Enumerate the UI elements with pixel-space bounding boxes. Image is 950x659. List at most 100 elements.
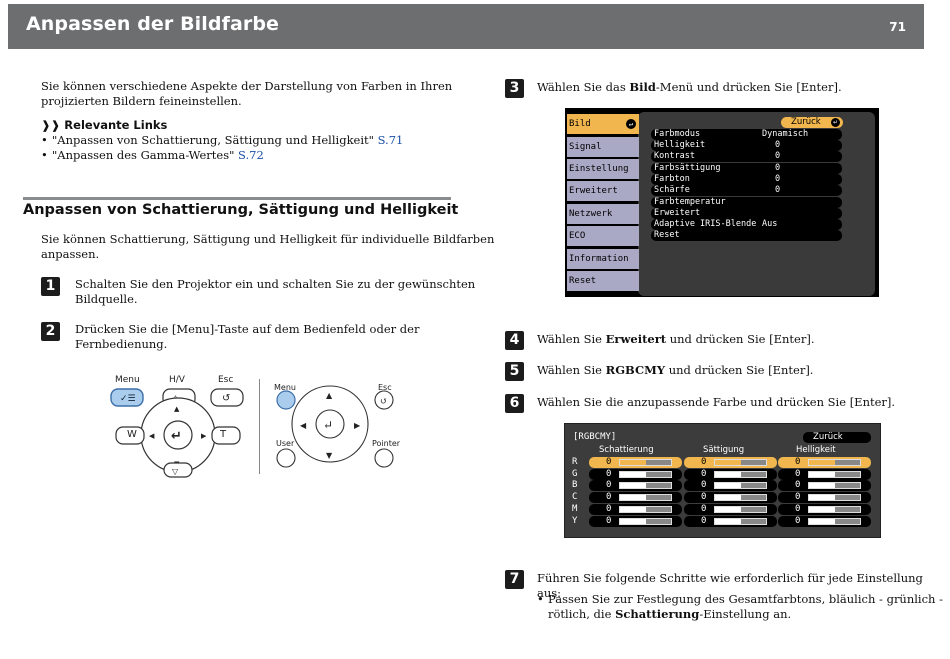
page-number: 71 xyxy=(889,20,906,34)
remote-user-button[interactable] xyxy=(276,448,296,468)
menu-tab-netzwerk[interactable]: Netzwerk xyxy=(567,204,639,224)
menu-tab-signal[interactable]: Signal xyxy=(567,137,639,157)
rgbcmy-slider-track xyxy=(619,471,672,478)
step-number-4: 4 xyxy=(505,331,524,350)
bullet-icon: • xyxy=(41,133,48,147)
panel-t-button[interactable] xyxy=(211,426,241,445)
rgbcmy-slider[interactable]: 0 xyxy=(684,480,777,491)
step-number-6: 6 xyxy=(505,394,524,413)
rgbcmy-slider[interactable]: 0 xyxy=(778,504,871,515)
rgbcmy-slider[interactable]: 0 xyxy=(589,469,682,480)
menu-row-erweitert[interactable]: Erweitert xyxy=(651,208,842,219)
rgbcmy-color-label: Y xyxy=(572,516,578,526)
rgbcmy-slider[interactable]: 0 xyxy=(589,457,682,468)
rgbcmy-slider-fill xyxy=(809,507,835,512)
rgbcmy-value: 0 xyxy=(606,516,612,526)
rgbcmy-slider[interactable]: 0 xyxy=(778,457,871,468)
intro-text: Sie können verschiedene Aspekte der Dars… xyxy=(41,79,453,108)
menu-back-button[interactable]: Zurück ↵ xyxy=(781,117,843,128)
rgbcmy-slider[interactable]: 0 xyxy=(589,516,682,527)
step-text-7: Führen Sie folgende Schritte wie erforde… xyxy=(537,571,923,600)
enter-icon: ↵ xyxy=(626,119,636,129)
rgbcmy-slider[interactable]: 0 xyxy=(589,504,682,515)
rgbcmy-value: 0 xyxy=(795,480,801,490)
menu-tab-eco[interactable]: ECO xyxy=(567,226,639,246)
rgbcmy-slider-track xyxy=(714,482,767,489)
rgbcmy-column-saettigung: Sättigung xyxy=(703,445,745,455)
rgbcmy-slider[interactable]: 0 xyxy=(778,492,871,503)
rgbcmy-value: 0 xyxy=(701,516,707,526)
panel-keystone-button[interactable] xyxy=(163,462,193,478)
rgbcmy-value: 0 xyxy=(701,469,707,479)
double-chevron-icon: ❱❱ xyxy=(41,118,61,132)
step-number-7: 7 xyxy=(505,570,524,589)
rgbcmy-column-schattierung: Schattierung xyxy=(599,445,654,455)
rgbcmy-slider-track xyxy=(808,518,861,525)
remote-menu-label: Menu xyxy=(274,383,296,392)
menu-tab-bild[interactable]: Bild ↵ xyxy=(567,114,639,134)
rgbcmy-slider[interactable]: 0 xyxy=(778,469,871,480)
rgbcmy-slider[interactable]: 0 xyxy=(684,504,777,515)
remote-pointer-button[interactable] xyxy=(374,448,394,468)
rgbcmy-back-button[interactable]: Zurück xyxy=(803,432,871,443)
menu-tab-reset[interactable]: Reset xyxy=(567,271,639,291)
rgbcmy-slider-fill xyxy=(715,460,741,465)
rgbcmy-slider[interactable]: 0 xyxy=(589,492,682,503)
section-divider xyxy=(23,197,451,200)
rgbcmy-value: 0 xyxy=(606,480,612,490)
rgbcmy-slider[interactable]: 0 xyxy=(778,480,871,491)
svg-text:↵: ↵ xyxy=(323,418,333,432)
rgbcmy-column-helligkeit: Helligkeit xyxy=(796,445,836,455)
rgbcmy-slider[interactable]: 0 xyxy=(684,469,777,480)
page-ref-link[interactable]: S.72 xyxy=(238,148,264,162)
rgbcmy-slider-fill xyxy=(620,483,646,488)
page-header: Anpassen der Bildfarbe 71 xyxy=(8,4,924,49)
rgbcmy-value: 0 xyxy=(795,516,801,526)
related-link-1[interactable]: •"Anpassen von Schattierung, Sättigung u… xyxy=(41,133,404,147)
rgbcmy-slider[interactable]: 0 xyxy=(684,492,777,503)
rgbcmy-slider[interactable]: 0 xyxy=(684,516,777,527)
rgbcmy-value: 0 xyxy=(701,480,707,490)
related-link-2[interactable]: •"Anpassen des Gamma-Wertes" S.72 xyxy=(41,148,264,162)
illustration-separator xyxy=(259,379,260,474)
rgbcmy-slider-track xyxy=(808,471,861,478)
rgbcmy-slider-track xyxy=(714,494,767,501)
menu-row-farbtemperatur[interactable]: Farbtemperatur xyxy=(651,197,842,208)
panel-enter-button[interactable] xyxy=(163,420,193,450)
menu-row-reset[interactable]: Reset xyxy=(651,230,842,241)
page-ref-link[interactable]: S.71 xyxy=(377,133,404,147)
svg-text:▶: ▶ xyxy=(354,421,361,430)
svg-text:◀: ◀ xyxy=(149,432,155,440)
remote-esc-button[interactable] xyxy=(374,390,394,410)
rgbcmy-slider-track xyxy=(714,506,767,513)
menu-tab-erweitert[interactable]: Erweitert xyxy=(567,181,639,201)
remote-enter-button[interactable] xyxy=(315,409,345,439)
panel-menu-button[interactable] xyxy=(110,388,144,407)
rgbcmy-slider-track xyxy=(714,471,767,478)
rgbcmy-slider[interactable]: 0 xyxy=(778,516,871,527)
rgbcmy-slider[interactable]: 0 xyxy=(589,480,682,491)
rgbcmy-slider-fill xyxy=(620,472,646,477)
rgbcmy-slider-track xyxy=(714,518,767,525)
rgbcmy-value: 0 xyxy=(606,492,612,502)
rgbcmy-slider-track xyxy=(808,506,861,513)
step-number-1: 1 xyxy=(41,277,60,296)
rgbcmy-slider-fill xyxy=(715,495,741,500)
rgbcmy-slider-fill xyxy=(809,519,835,524)
rgbcmy-value: 0 xyxy=(606,457,612,467)
menu-tab-einstellung[interactable]: Einstellung xyxy=(567,159,639,179)
menu-tab-information[interactable]: Information xyxy=(567,249,639,269)
rgbcmy-slider[interactable]: 0 xyxy=(684,457,777,468)
panel-esc-button[interactable] xyxy=(210,388,244,407)
svg-text:▲: ▲ xyxy=(174,405,180,413)
remote-menu-button[interactable] xyxy=(276,390,296,410)
panel-w-label: W xyxy=(127,429,137,440)
panel-w-button[interactable] xyxy=(115,426,145,445)
